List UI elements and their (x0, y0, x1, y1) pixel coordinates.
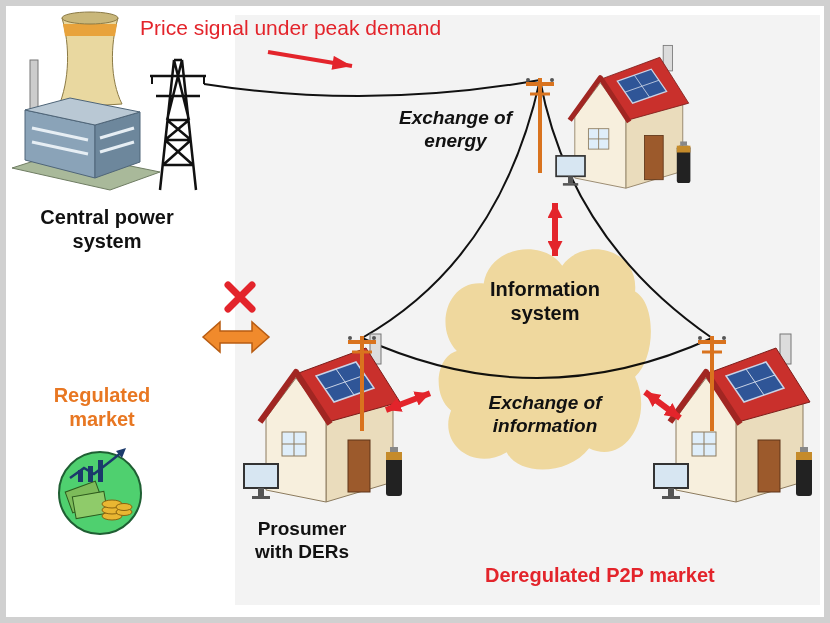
power-line (204, 80, 540, 96)
market-double-arrow (203, 322, 269, 352)
tower-top (62, 12, 118, 24)
icon-circle (59, 452, 141, 534)
node-label: Information system (480, 277, 610, 325)
information-cloud: Information system (430, 232, 660, 480)
page-ground (6, 6, 824, 617)
power-plant-illustration (12, 12, 160, 190)
prosumer-house (244, 334, 402, 502)
node-text-block: Central power system (27, 205, 187, 253)
node-label: Central power system (27, 205, 187, 253)
chart-line (70, 452, 122, 478)
connector-group (386, 393, 430, 410)
utility-pole (526, 78, 554, 173)
p2p-market-text: Deregulated P2P market (485, 563, 715, 587)
information-exchange-text: Exchange of information (460, 392, 630, 438)
information-link-arrow (386, 393, 430, 410)
cloud-shape (439, 249, 651, 469)
price-signal-arrow (268, 52, 352, 66)
price-signal-text: Price signal under peak demand (140, 15, 441, 40)
blocked-cross (228, 285, 252, 309)
prosumer-node: Prosumer with DERs (246, 330, 386, 580)
information-arrow (552, 203, 558, 256)
energy-exchange-text: Exchange of energy (393, 107, 518, 153)
power-system-node: Central power system (27, 55, 191, 265)
information-arrow (645, 392, 680, 418)
regulated-market-icon (59, 448, 141, 534)
regulated-market-text: Regulated market (32, 383, 172, 431)
pylon-insulator (152, 76, 204, 84)
node-label: Prosumer with DERs (246, 518, 358, 564)
coin (116, 504, 132, 511)
tower-stripe (63, 24, 117, 36)
utility-pole (698, 336, 726, 431)
p2p-market-region (235, 15, 820, 605)
node-text-block: Information system (480, 277, 610, 325)
pylon-lattice (150, 60, 206, 190)
node-text-block: Prosumer with DERs (246, 518, 358, 564)
cloud-outline (430, 232, 660, 480)
smoke-stack (30, 60, 38, 112)
utility-pole (348, 336, 376, 431)
prosumer-house (556, 45, 690, 188)
plant-windows (32, 128, 134, 154)
chart-arrow-head (116, 448, 126, 458)
transmission-pylon (150, 60, 206, 190)
cooling-tower (58, 18, 122, 108)
plant-building-roof (25, 98, 140, 125)
